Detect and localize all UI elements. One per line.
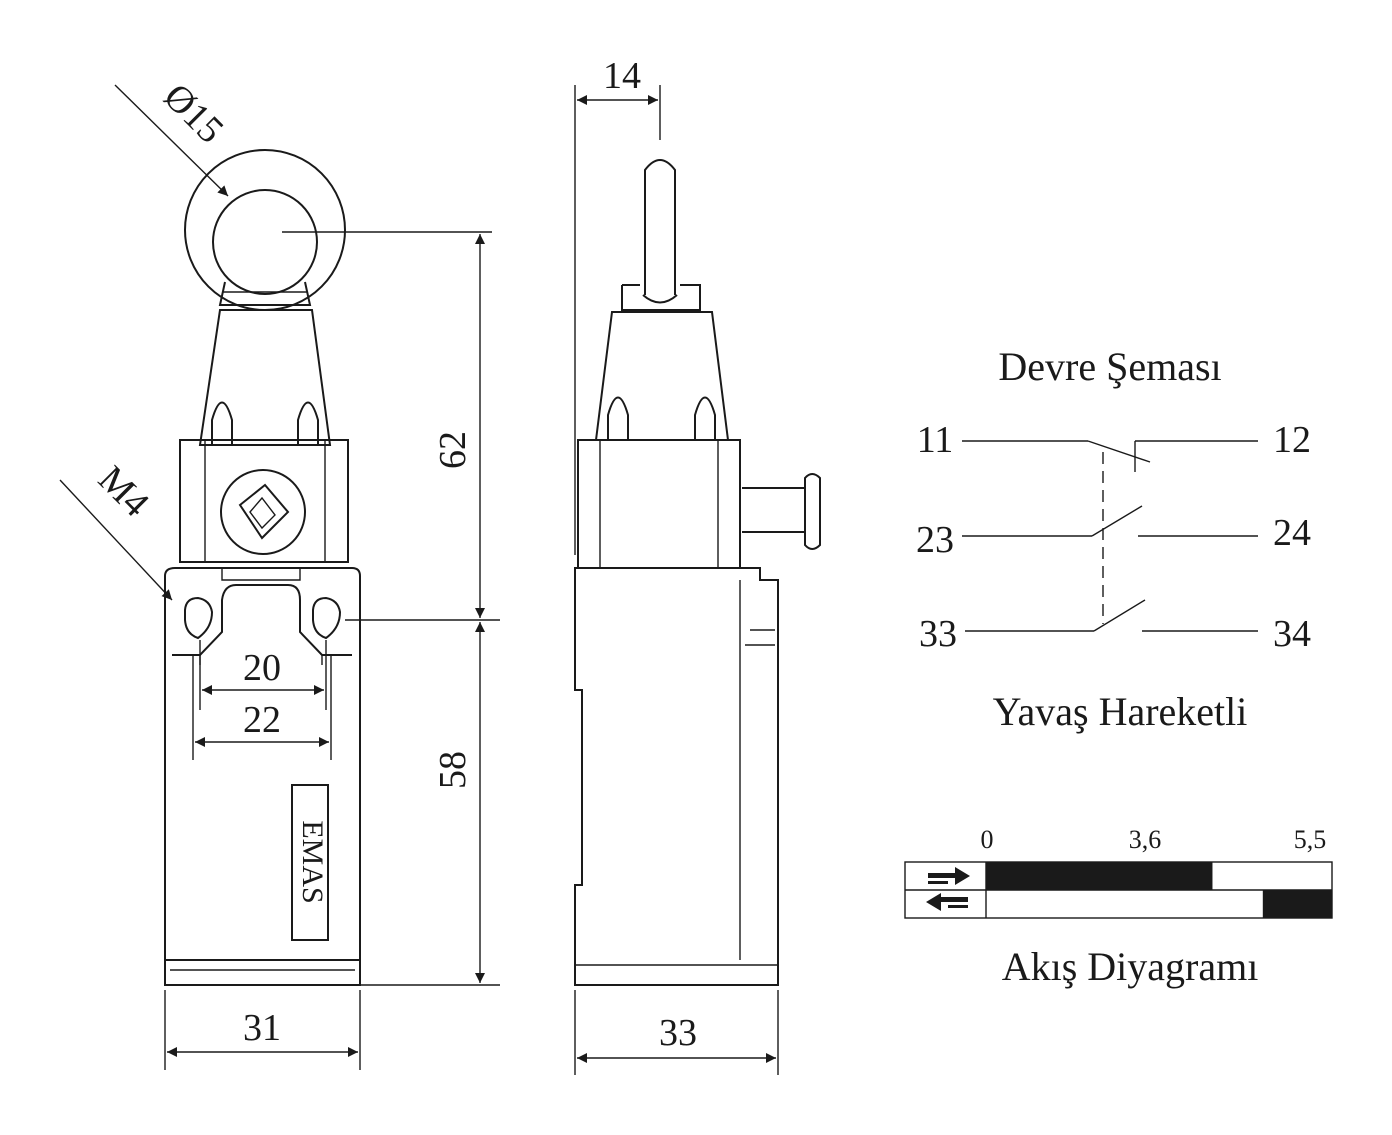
svg-text:Ø15: Ø15 (155, 76, 231, 152)
body (164, 567, 361, 986)
side-head (594, 311, 730, 441)
side-collar (577, 439, 741, 569)
circuit-diagram: Devre Şeması 11 12 23 24 33 34 Yavaş Har… (916, 344, 1311, 734)
collar (179, 439, 349, 563)
flow-tick-5-5: 5,5 (1294, 825, 1327, 854)
terminal-11: 11 (917, 419, 954, 461)
dim-heights: 62 58 (345, 234, 500, 986)
flow-tick-3-6: 3,6 (1129, 825, 1162, 854)
return-arrow-icon (926, 893, 968, 911)
flow-bars (986, 862, 1332, 918)
svg-text:20: 20 (243, 647, 281, 689)
flow-title: Akış Diyagramı (1002, 944, 1259, 989)
terminal-12: 12 (1273, 419, 1311, 461)
svg-text:31: 31 (243, 1007, 281, 1049)
front-view: EMAS (164, 149, 361, 986)
dim-lever-offset: 14 (574, 55, 661, 555)
roller-outer (184, 149, 346, 311)
svg-text:62: 62 (432, 431, 474, 469)
flow-bar-forward (986, 862, 1213, 890)
svg-text:58: 58 (432, 751, 474, 789)
side-button (804, 473, 821, 550)
terminal-24: 24 (1273, 512, 1311, 554)
svg-text:22: 22 (243, 699, 281, 741)
terminal-33: 33 (919, 613, 957, 655)
svg-text:14: 14 (603, 55, 641, 97)
flow-tick-0: 0 (981, 825, 994, 854)
forward-arrow-icon (928, 867, 970, 885)
side-body (574, 567, 779, 986)
terminal-34: 34 (1273, 613, 1311, 655)
terminal-23: 23 (916, 519, 954, 561)
roller-neck (218, 281, 312, 306)
dim-width: 31 (164, 990, 361, 1070)
mode-label: Yavaş Hareketli (993, 689, 1248, 734)
svg-text:EMAS: EMAS (296, 820, 329, 903)
svg-text:M4: M4 (90, 458, 157, 525)
flow-diagram: 0 3,6 5,5 Akış Diyagramı (904, 825, 1333, 989)
circuit-title: Devre Şeması (998, 344, 1221, 389)
dim-thread: M4 (59, 458, 173, 601)
roller-inner (212, 189, 318, 295)
logo-circle (220, 469, 306, 555)
dim-hole-spacing: 20 22 (192, 640, 332, 760)
lever-rod (644, 159, 676, 295)
head (198, 309, 332, 446)
mount-hole-right (312, 596, 342, 640)
logo-mark (238, 483, 290, 540)
flow-bar-return (1262, 890, 1332, 918)
svg-text:33: 33 (659, 1012, 697, 1054)
brand-label: EMAS (291, 784, 329, 941)
mount-hole-left (184, 596, 214, 640)
side-view (574, 159, 821, 986)
dim-depth: 33 (574, 990, 779, 1075)
